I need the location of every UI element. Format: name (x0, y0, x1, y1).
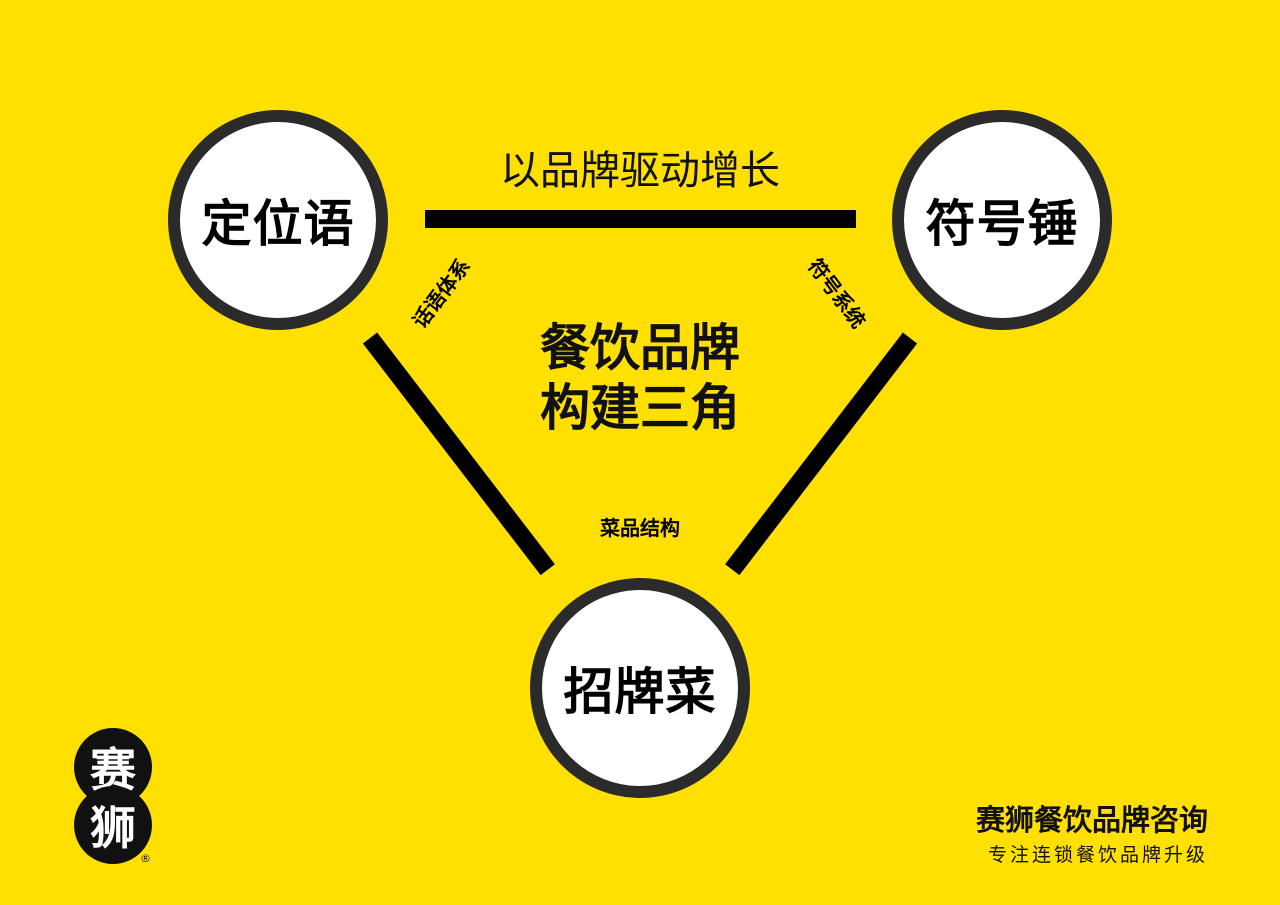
edge-left-label: 话语体系 (407, 253, 475, 333)
edge-bottom-label: 菜品结构 (600, 515, 680, 540)
edge-top-line (425, 210, 856, 228)
brand-name: 赛狮餐饮品牌咨询 (975, 803, 1208, 837)
node-positioning-statement: 定位语 (168, 110, 388, 330)
logo-char-bottom: 狮 (90, 801, 136, 855)
center-title: 餐饮品牌 构建三角 (490, 318, 790, 438)
node-signature-dish-label: 招牌菜 (563, 663, 717, 721)
logo-circle-top: 赛 (74, 728, 152, 806)
brand-logo: 赛 狮 ® (74, 728, 154, 868)
node-positioning-statement-label: 定位语 (201, 195, 355, 253)
node-signature-dish: 招牌菜 (530, 578, 750, 798)
brand-slogan: 专注连锁餐饮品牌升级 (987, 844, 1208, 866)
registered-mark: ® (140, 852, 151, 865)
logo-circle-bottom: 狮 (74, 786, 152, 864)
center-title-line-1: 餐饮品牌 (540, 319, 740, 377)
center-title-line-2: 构建三角 (540, 379, 740, 437)
edge-right-label: 符号系统 (803, 253, 871, 333)
edge-top-label: 以品牌驱动增长 (500, 148, 780, 194)
brand-block: 赛狮餐饮品牌咨询 专注连锁餐饮品牌升级 (976, 800, 1208, 870)
node-symbol-hammer-label: 符号锤 (925, 195, 1079, 253)
node-symbol-hammer: 符号锤 (892, 110, 1112, 330)
